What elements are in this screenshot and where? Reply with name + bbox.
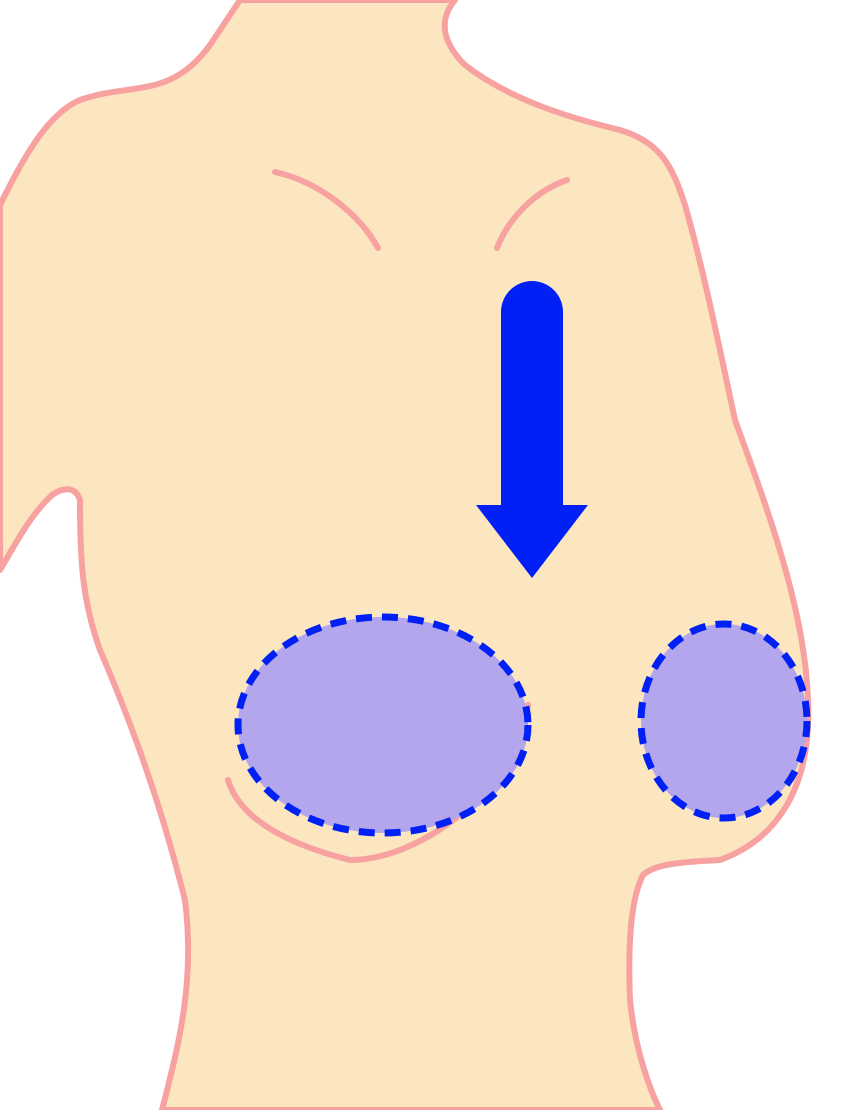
arrow-down-icon [476, 281, 588, 578]
right-clavicle-line [494, 177, 570, 251]
right-highlight-region [637, 620, 811, 822]
torso-silhouette [0, 0, 812, 1110]
left-highlight-region [234, 613, 532, 837]
left-clavicle-line [272, 169, 381, 251]
